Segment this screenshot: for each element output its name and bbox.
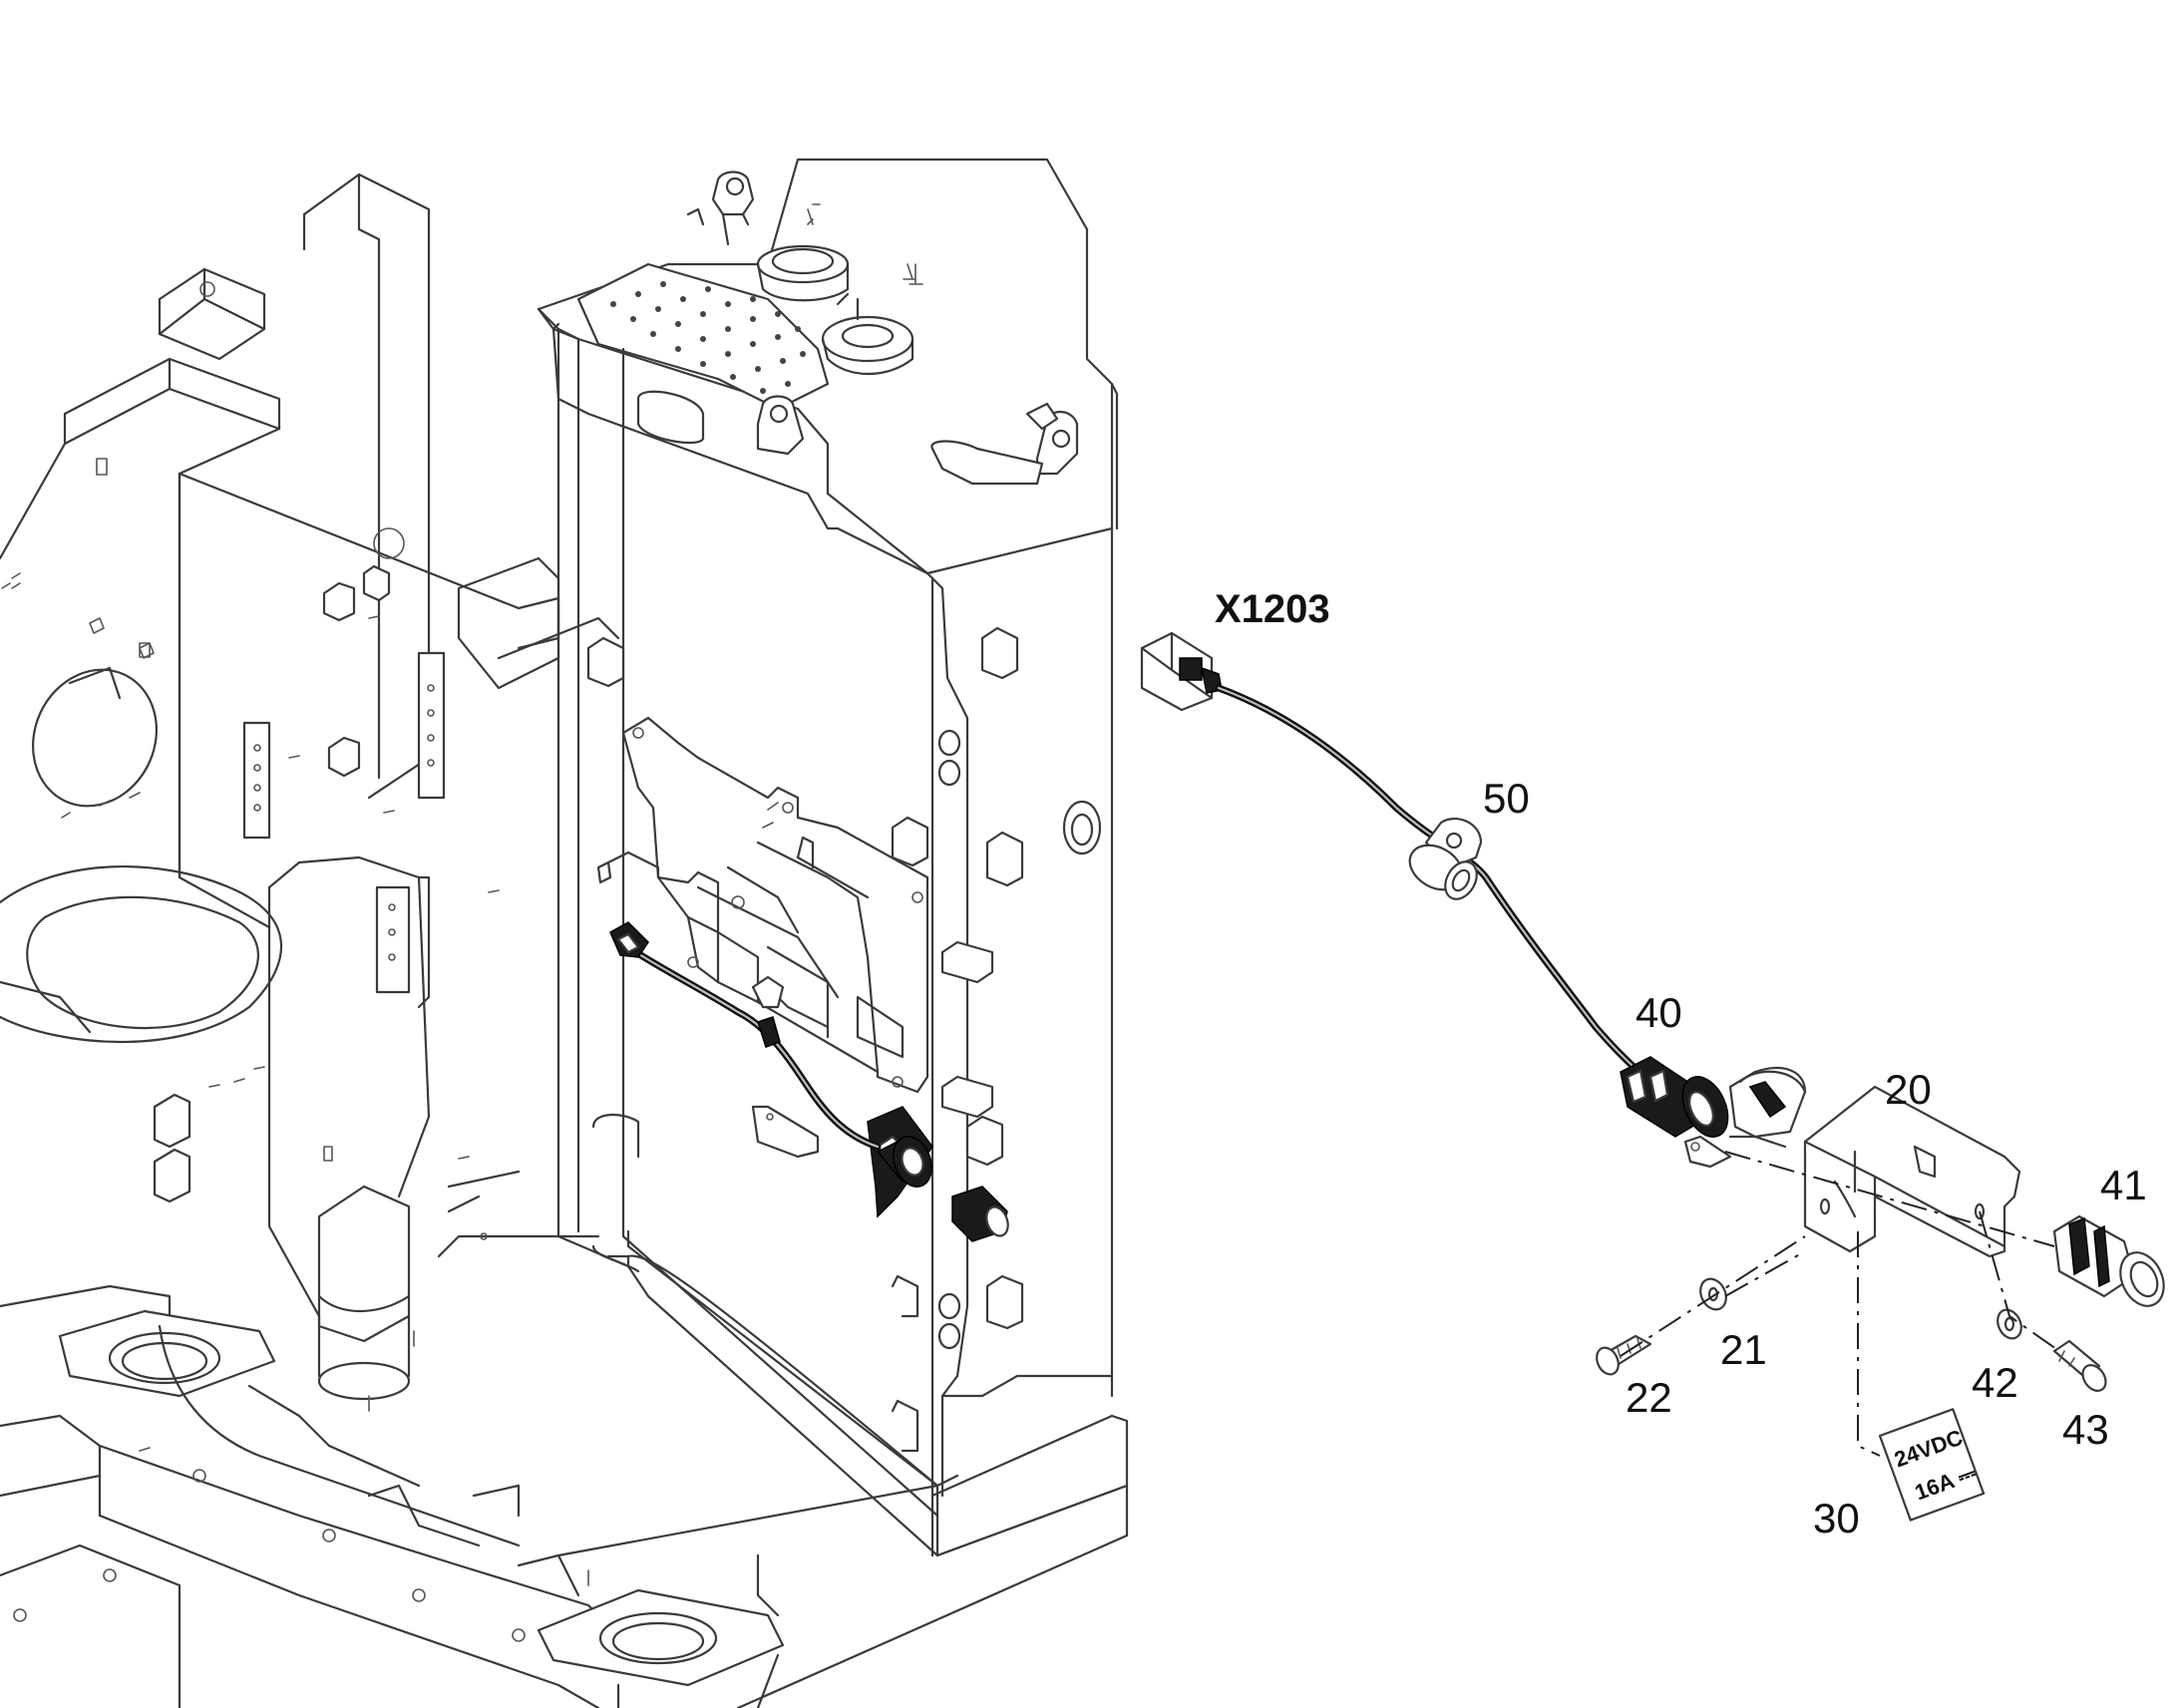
power-socket [1620, 1056, 1807, 1169]
rating-plate: 24VDC 16A ⎓ [1878, 1408, 1986, 1522]
callout-43: 43 [2062, 1406, 2109, 1453]
harness-assembly: 24VDC 16A ⎓ [1140, 631, 2165, 1522]
callout-40: 40 [1635, 989, 1682, 1036]
mounting-bracket [1803, 1085, 2021, 1258]
callout-50: 50 [1483, 775, 1530, 822]
callout-30: 30 [1813, 1495, 1860, 1541]
callout-22: 22 [1626, 1374, 1672, 1421]
callout-42: 42 [1972, 1359, 2018, 1406]
socket-insert [2052, 1214, 2165, 1307]
screw-43 [2052, 1339, 2107, 1392]
callout-41: 41 [2100, 1162, 2147, 1208]
screw-22 [1596, 1334, 1652, 1376]
callout-20: 20 [1885, 1066, 1932, 1113]
callout-labels: X1203 50 40 20 41 21 22 42 43 30 [1215, 587, 2147, 1541]
cable-clamp [1408, 818, 1483, 900]
left-frame [0, 172, 785, 1708]
cabinet-frame [437, 158, 1129, 1708]
callout-21: 21 [1720, 1326, 1767, 1373]
washer-21 [1699, 1277, 1727, 1311]
connector-x1203 [1140, 631, 1223, 712]
washer-42 [1997, 1308, 2022, 1340]
mounting-plate [596, 716, 1009, 1242]
connector-label: X1203 [1215, 587, 1330, 631]
